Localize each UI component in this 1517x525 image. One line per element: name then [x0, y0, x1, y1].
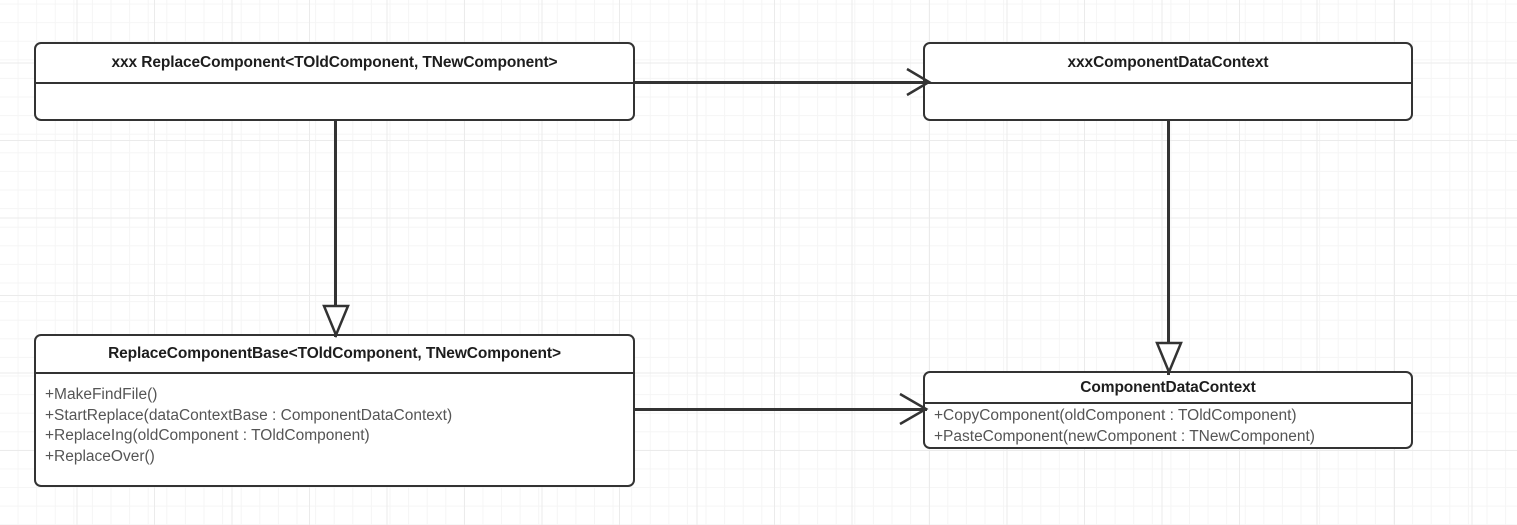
class-member: +ReplaceOver() — [45, 447, 155, 465]
class-members-replace-component — [36, 82, 633, 119]
class-members-xxx-component-data-context — [925, 82, 1411, 119]
class-box-xxx-component-data-context[interactable]: xxxComponentDataContext — [923, 42, 1413, 121]
open-arrowhead-icon — [906, 67, 932, 97]
class-member: +ReplaceIng(oldComponent : TOldComponent… — [45, 427, 370, 444]
class-box-replace-component[interactable]: xxx ReplaceComponent<TOldComponent, TNew… — [34, 42, 635, 121]
class-title-component-data-context: ComponentDataContext — [1080, 378, 1256, 396]
connector-replace-component-to-replace-component-base[interactable] — [334, 119, 337, 337]
class-members-component-data-context: +CopyComponent(oldComponent : TOldCompon… — [925, 402, 1411, 447]
class-title-xxx-component-data-context: xxxComponentDataContext — [1067, 54, 1269, 71]
open-arrowhead-icon — [899, 392, 929, 426]
hollow-triangle-arrowhead-icon — [1155, 341, 1183, 376]
connector-replace-component-to-xxx-component-data-context[interactable] — [634, 81, 927, 84]
connector-replace-component-base-to-component-data-context[interactable] — [634, 408, 927, 411]
connector-xxx-component-data-context-to-component-data-context[interactable] — [1167, 119, 1170, 375]
hollow-triangle-arrowhead-icon — [322, 304, 350, 339]
class-box-replace-component-base[interactable]: ReplaceComponentBase<TOldComponent, TNew… — [34, 334, 635, 487]
class-title-replace-component: xxx ReplaceComponent<TOldComponent, TNew… — [111, 54, 558, 71]
class-members-replace-component-base: +MakeFindFile() +StartReplace(dataContex… — [36, 372, 633, 485]
class-box-component-data-context[interactable]: ComponentDataContext +CopyComponent(oldC… — [923, 371, 1413, 449]
class-title-replace-component-base: ReplaceComponentBase<TOldComponent, TNew… — [108, 345, 561, 362]
class-member: +MakeFindFile() — [45, 386, 158, 403]
class-member: +PasteComponent(newComponent : TNewCompo… — [934, 427, 1315, 445]
class-member: +StartReplace(dataContextBase : Componen… — [45, 406, 453, 424]
class-member: +CopyComponent(oldComponent : TOldCompon… — [934, 407, 1297, 424]
